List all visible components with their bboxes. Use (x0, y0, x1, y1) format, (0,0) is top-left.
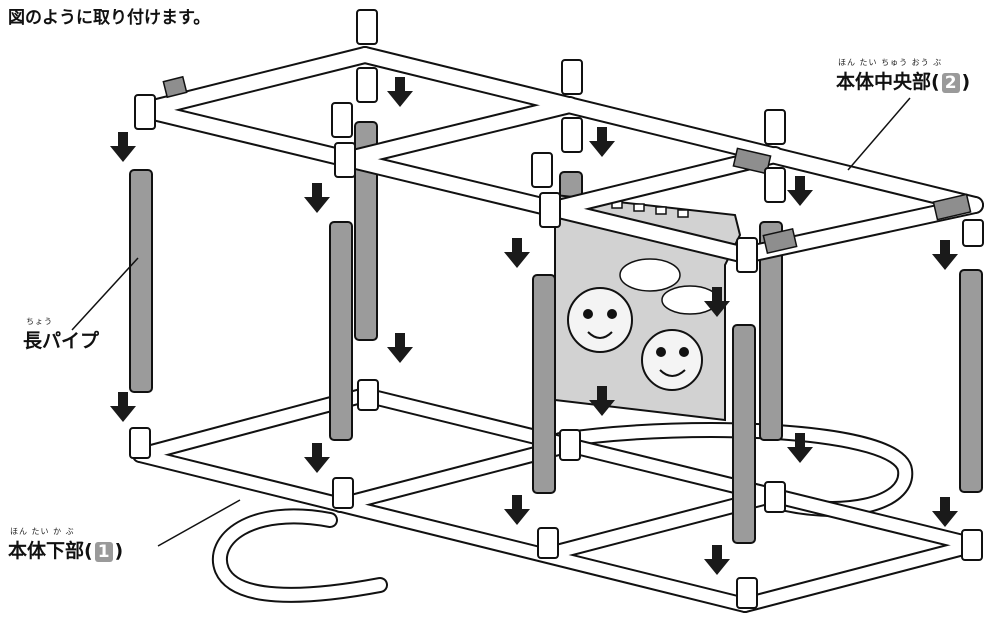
bottom-frame-ruby: ほん たい か ぶ (10, 527, 75, 536)
top-joints (134, 9, 984, 273)
down-arrows (110, 77, 958, 575)
bottom-frame-label-suffix: ) (114, 540, 124, 562)
top-frame-number: 2 (941, 73, 960, 93)
top-sleeves (162, 75, 972, 255)
bottom-frame (132, 387, 983, 613)
bottom-frame-number: 1 (94, 542, 113, 562)
long-pipe-label: 長パイプ (23, 330, 100, 352)
top-frame-label-prefix: 本体中央部( (836, 71, 940, 93)
top-frame-ruby: ほん たい ちゅう おう ぶ (838, 58, 943, 67)
long-pipe-ruby: ちょう (26, 317, 53, 326)
leader-lines (71, 97, 911, 547)
instruction-text: 図のように取り付けます。 (8, 8, 211, 28)
top-frame-label: 本体中央部(2) (836, 67, 970, 94)
bottom-frame-label: 本体下部(1) (8, 536, 123, 563)
top-frame-label-suffix: ) (961, 71, 971, 93)
bottom-frame-label-prefix: 本体下部( (8, 540, 93, 562)
bottom-joints (129, 379, 983, 609)
